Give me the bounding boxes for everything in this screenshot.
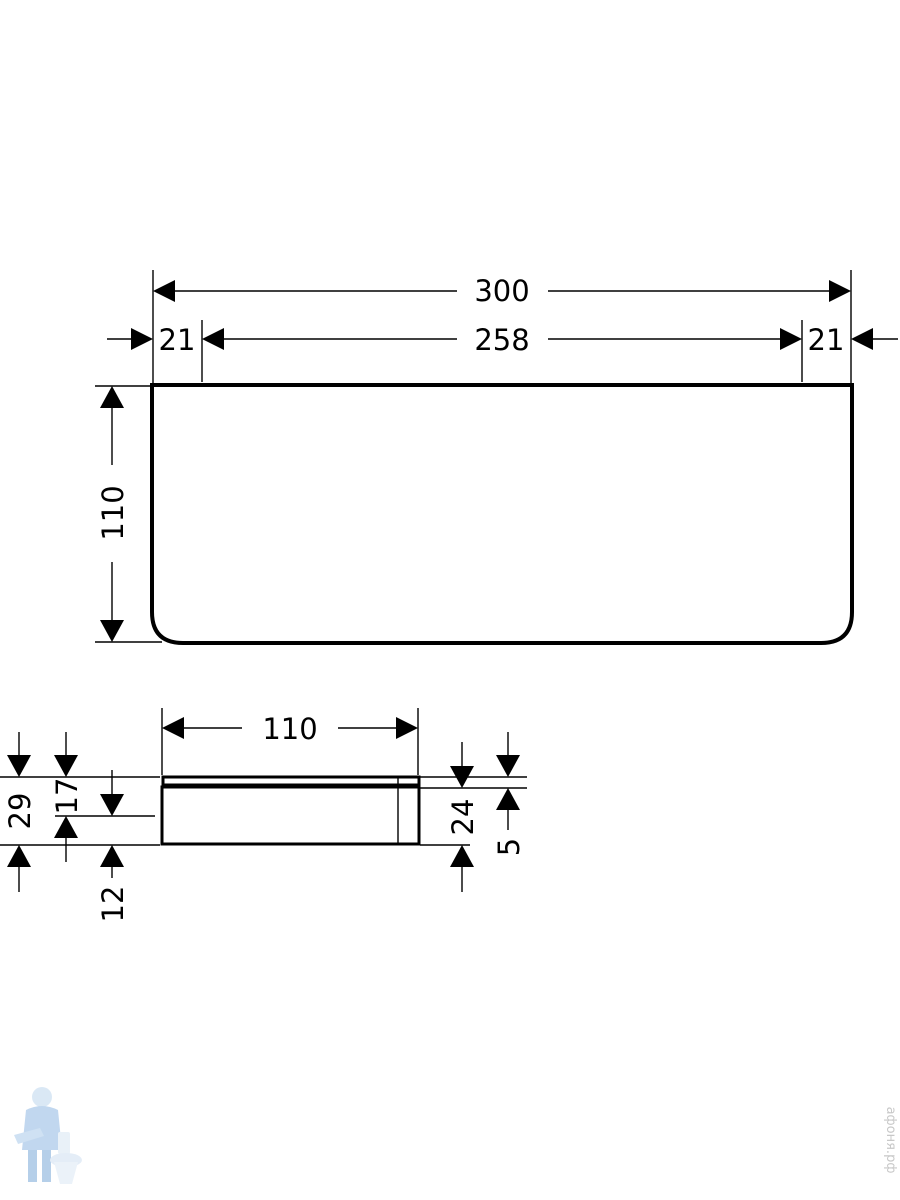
- plumber-mascot-logo: [14, 1087, 82, 1184]
- side-view: 110 29 17 12: [0, 708, 527, 922]
- shelf-side-outline: [160, 775, 421, 846]
- dim-depth-label: 110: [96, 485, 130, 540]
- dim-right-offset-label: 21: [808, 323, 845, 357]
- dim-inner-width-label: 258: [474, 323, 529, 357]
- dim-lower-height-label: 12: [96, 886, 130, 923]
- top-view: 300 21 258 21 110: [95, 270, 898, 645]
- dimension-12: 12: [96, 770, 130, 922]
- dimension-29: 29: [3, 732, 37, 892]
- dim-lip-height-label: 5: [492, 838, 526, 856]
- shelf-top-outline: [150, 383, 854, 645]
- dim-total-height-label: 29: [3, 793, 37, 830]
- dim-side-depth-label: 110: [262, 712, 317, 746]
- dimension-110-side: 110: [162, 712, 418, 746]
- dimension-110-depth: 110: [96, 386, 130, 642]
- dimension-258-row: 21 258 21: [107, 323, 898, 357]
- watermark-site-text: афоня.рф: [883, 1107, 898, 1174]
- dim-upper-height-label: 17: [50, 778, 84, 815]
- dimension-300: 300: [153, 274, 851, 308]
- dimension-5: 5: [492, 732, 526, 856]
- dim-front-height-label: 24: [446, 799, 480, 836]
- dim-overall-width-label: 300: [474, 274, 529, 308]
- dimension-17: 17: [50, 732, 84, 862]
- dim-left-offset-label: 21: [159, 323, 196, 357]
- dimension-24: 24: [446, 742, 480, 892]
